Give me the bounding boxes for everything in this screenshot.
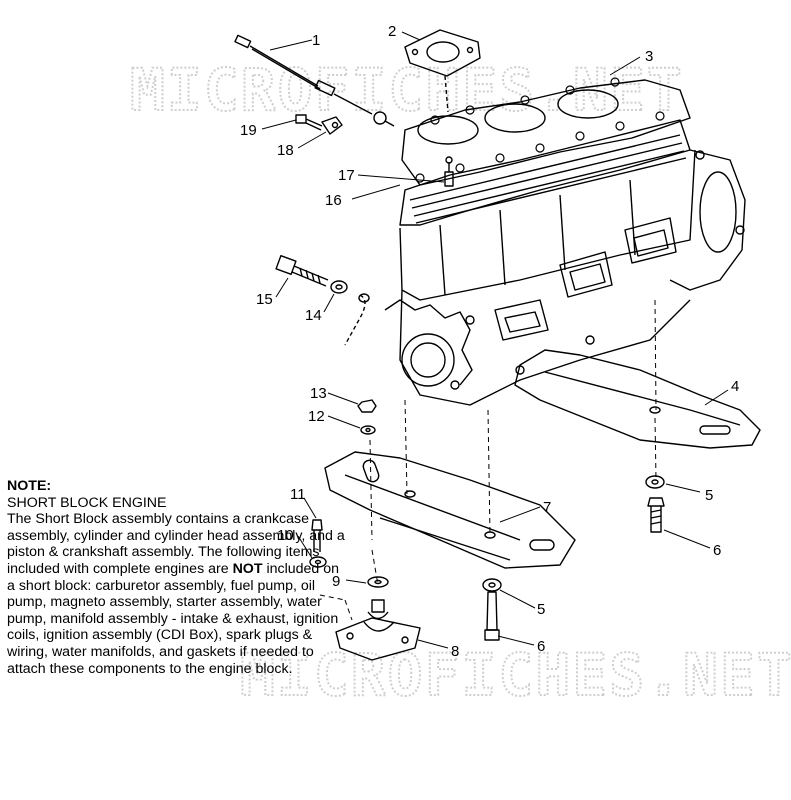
callout-1: 1 (312, 32, 320, 49)
callout-14: 14 (305, 307, 322, 324)
part-9-spacer (367, 576, 389, 588)
note-text-before: The Short Block assembly contains a cran… (7, 511, 345, 577)
callout-numbers: 1 2 3 4 5 5 6 6 7 8 9 10 11 12 13 14 15 … (240, 23, 739, 660)
callout-16: 16 (325, 192, 342, 209)
note-body: The Short Block assembly contains a cran… (7, 511, 345, 676)
part-6-bolt-right (647, 497, 665, 533)
part-1-cable (234, 34, 395, 127)
part-12-washer (360, 425, 376, 435)
callout-10: 10 (277, 527, 294, 544)
callout-9: 9 (332, 573, 340, 590)
engine-cylinder-block (384, 149, 746, 406)
part-15-bolt (275, 254, 329, 287)
callout-5b: 5 (537, 601, 545, 618)
part-13-nut (357, 399, 377, 413)
part-2-gasket (404, 29, 481, 77)
part-10-washer (309, 556, 327, 568)
callout-15: 15 (256, 291, 273, 308)
engine-cylinder-heads (399, 77, 691, 226)
callout-17: 17 (338, 167, 355, 184)
part-6-bolt-left (484, 591, 500, 641)
leader-lines (261, 31, 729, 649)
short-block-note: NOTE: SHORT BLOCK ENGINE The Short Block… (7, 478, 347, 677)
callout-4: 4 (731, 378, 739, 395)
watermark-bottom: MICROFICHES.NET (240, 641, 791, 709)
note-text-after: included on a short block: carburetor as… (7, 560, 340, 677)
part-11-bolt (311, 519, 323, 552)
part-16-17-fittings (444, 156, 454, 187)
callout-7: 7 (543, 499, 551, 516)
callout-2: 2 (388, 23, 396, 40)
part-4-bracket (514, 349, 761, 449)
callout-8: 8 (451, 643, 459, 660)
part-5-washer-right (645, 475, 665, 489)
note-heading: NOTE: (7, 478, 52, 494)
callout-6b: 6 (537, 638, 545, 655)
callout-6a: 6 (713, 542, 721, 559)
part-18-clip (321, 116, 343, 135)
callout-5a: 5 (705, 487, 713, 504)
callout-13: 13 (310, 385, 327, 402)
callout-11: 11 (290, 486, 306, 503)
callout-19: 19 (240, 122, 257, 139)
callout-18: 18 (277, 142, 294, 159)
note-emphasis: NOT (232, 560, 263, 577)
part-5-washer-left (482, 578, 502, 592)
callout-12: 12 (308, 408, 325, 425)
watermark-top: MICROFICHES.NET (130, 56, 684, 124)
note-subheading: SHORT BLOCK ENGINE (7, 494, 167, 511)
part-19-screw (295, 114, 323, 131)
part-14-washer (330, 280, 348, 294)
callout-3: 3 (645, 48, 653, 65)
part-8-rubber-mount (335, 599, 421, 661)
part-7-mounting-plate (324, 451, 576, 569)
